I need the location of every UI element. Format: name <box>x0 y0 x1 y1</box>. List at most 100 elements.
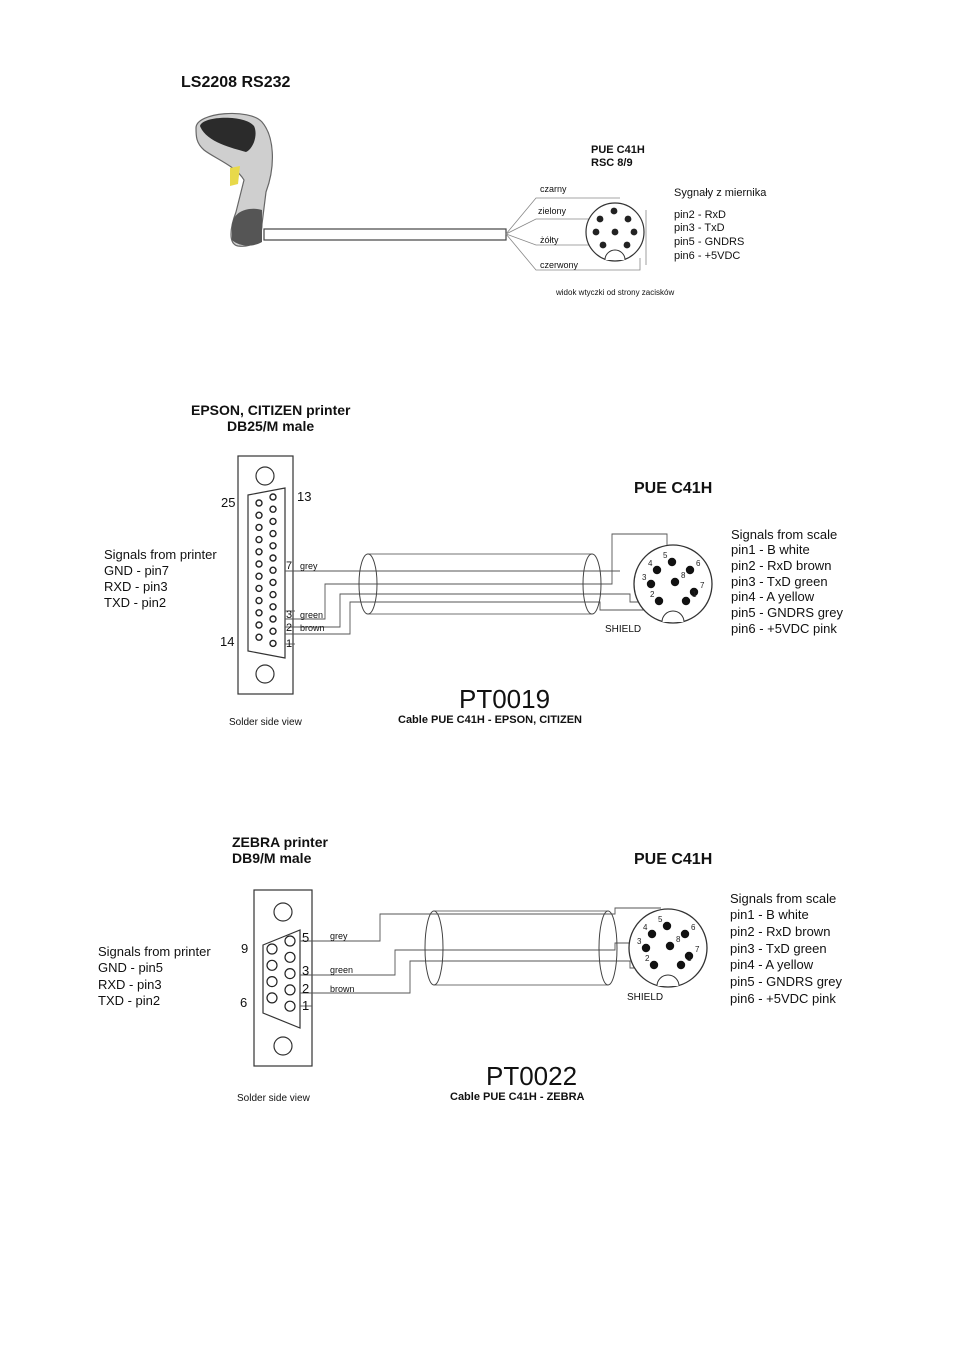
cable-code: PT0022 <box>486 1061 578 1091</box>
cable-caption: Cable PUE C41H - EPSON, CITIZEN <box>398 714 582 726</box>
printer-signal: RXD - pin3 <box>104 579 168 594</box>
printer-signal: TXD - pin2 <box>104 595 167 610</box>
connector-pin-number: 5 <box>658 915 663 924</box>
db9-pin <box>266 975 278 988</box>
db9-pin-number: 6 <box>240 995 248 1010</box>
connector-pin-number: 7 <box>700 581 705 590</box>
db25-pin <box>255 621 263 629</box>
db9-pin <box>284 1000 296 1012</box>
connector-pin <box>680 929 690 939</box>
wire-label: zielony <box>538 206 567 216</box>
epson-title: EPSON, CITIZEN printer <box>191 402 351 418</box>
scanner-signals-heading: Sygnały z miernika <box>674 187 767 199</box>
scanner-signal: pin6 - +5VDC <box>674 250 741 262</box>
scanner-title: LS2208 RS232 <box>181 74 291 91</box>
db25-pin-number: 25 <box>221 495 236 510</box>
scanner-signal: pin5 - GNDRS <box>674 236 745 248</box>
zebra-title: ZEBRA printer <box>232 834 328 850</box>
connector-pin-number: 6 <box>696 559 701 568</box>
db25-pin <box>269 578 277 587</box>
wire-label: brown <box>300 623 325 633</box>
connector-pin <box>667 557 677 567</box>
connector-pin <box>689 587 699 597</box>
connector-pin-number: 4 <box>643 923 648 932</box>
scale-signal: pin4 - A yellow <box>730 957 814 972</box>
wire-label: brown <box>330 984 355 994</box>
scanner-diagram: LS2208 RS232 <box>0 0 954 320</box>
db25-pin <box>255 548 263 556</box>
connector-pin <box>641 943 651 953</box>
db25-pin-number: 13 <box>297 489 312 504</box>
shield-label: SHIELD <box>627 992 664 1003</box>
connector-pin-number: 5 <box>663 551 668 560</box>
db25-pin <box>255 572 263 580</box>
db25-pin <box>269 615 277 623</box>
scanner-drawing <box>195 112 647 271</box>
connector-pin-number: 1 <box>687 954 692 963</box>
db9-pin <box>284 984 296 996</box>
wire-label: green <box>330 965 354 975</box>
db25-pin <box>269 517 277 526</box>
db25-pin-number: 1 <box>286 638 293 650</box>
db9-pin-number: 1 <box>302 998 310 1013</box>
printer-signal: RXD - pin3 <box>98 977 162 992</box>
connector-pin-number: 8 <box>681 571 686 580</box>
wire-label: czarny <box>540 184 567 194</box>
zebra-connector-label: PUE C41H <box>634 851 713 868</box>
wire-label: grey <box>330 931 348 941</box>
connector-pin-number: 2 <box>645 954 650 963</box>
db9-pin-number: 5 <box>302 930 310 945</box>
db25-pin <box>269 603 277 611</box>
db25-pin <box>255 511 263 519</box>
scanner-signal: pin2 - RxD <box>674 209 726 221</box>
db25-pin <box>255 609 263 617</box>
db9-pin <box>284 951 296 963</box>
connector-pin-number: 6 <box>691 923 696 932</box>
db25-pin-number: 7 <box>286 560 293 572</box>
epson-connector-label: PUE C41H <box>634 480 713 497</box>
scale-signal: pin1 - B white <box>730 907 809 922</box>
scale-signals-heading: Signals from scale <box>730 891 837 906</box>
db9-pin-number: 2 <box>302 981 310 996</box>
db25-pin <box>269 590 277 599</box>
db25-pin <box>255 596 263 605</box>
scale-signal: pin4 - A yellow <box>731 589 815 604</box>
scale-signals-heading: Signals from scale <box>731 527 838 542</box>
db25-pin-number: 14 <box>220 634 235 649</box>
connector-pin-number: 1 <box>692 590 697 599</box>
pue-connector-icon <box>585 202 645 262</box>
connector-pin <box>662 921 672 931</box>
scale-signal: pin1 - B white <box>731 542 810 557</box>
printer-signal: TXD - pin2 <box>98 993 161 1008</box>
wire-label: green <box>300 610 324 620</box>
scale-signal: pin2 - RxD brown <box>731 558 832 573</box>
scale-signal: pin5 - GNDRS grey <box>730 974 842 989</box>
scale-signal: pin6 - +5VDC pink <box>731 621 837 636</box>
wire-label: czerwony <box>540 260 579 270</box>
shield-label: SHIELD <box>605 624 642 635</box>
connector-pin <box>652 565 662 575</box>
db9-pin <box>266 959 278 971</box>
db9-pin <box>266 943 278 955</box>
printer-signals-heading: Signals from printer <box>98 944 211 959</box>
db25-pin <box>255 633 263 641</box>
db9-pin-number: 9 <box>241 941 249 956</box>
db25-pin <box>269 627 277 635</box>
connector-pin <box>681 596 691 606</box>
epson-subtitle: DB25/M male <box>227 418 315 434</box>
connector-pin-number: 2 <box>650 590 655 599</box>
connector-pin-number: 4 <box>648 559 653 568</box>
scanner-connector-subtitle: RSC 8/9 <box>591 157 633 169</box>
wire-label: żółty <box>540 235 559 245</box>
db9-pin <box>284 967 296 980</box>
connector-pin <box>647 929 657 939</box>
connector-pin <box>654 596 664 606</box>
db25-pin <box>269 554 277 562</box>
zebra-subtitle: DB9/M male <box>232 850 312 866</box>
cable-code: PT0019 <box>459 684 551 714</box>
connector-pin <box>646 579 656 589</box>
scale-signal: pin2 - RxD brown <box>730 924 831 939</box>
